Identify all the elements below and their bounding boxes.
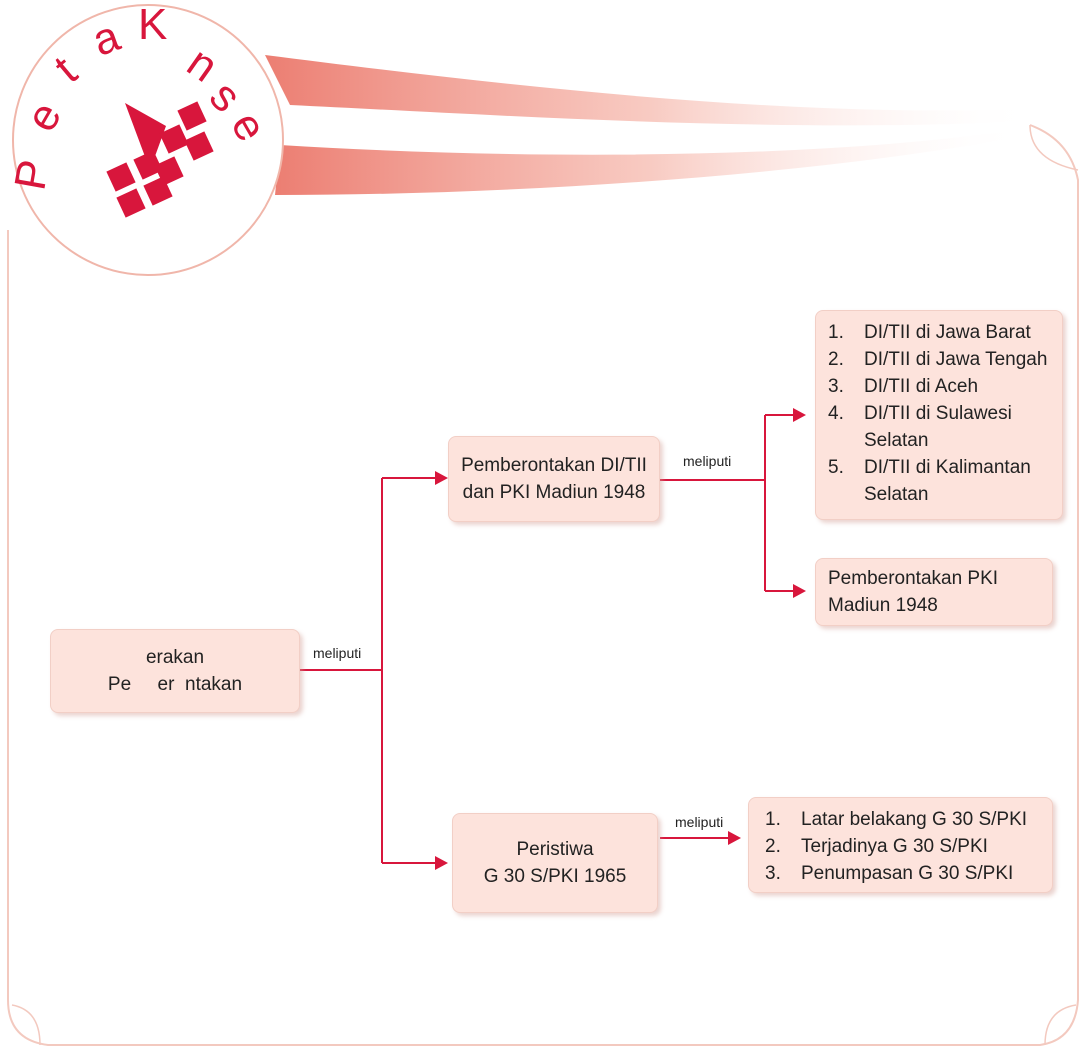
list-item: 3. Penumpasan G 30 S/PKI bbox=[765, 860, 1042, 887]
pki-madiun-line-1: Pemberontakan PKI bbox=[828, 565, 1042, 592]
root-box: erakan Pe er ntakan bbox=[50, 629, 300, 713]
g30s-list: 1. Latar belakang G 30 S/PKI 2. Terjadin… bbox=[765, 806, 1042, 887]
panel-corner-top-right bbox=[1030, 125, 1078, 170]
badge-letter-5: K bbox=[138, 0, 167, 50]
root-line-2: Pe er ntakan bbox=[108, 671, 242, 698]
ditii-list-box: 1. DI/TII di Jawa Barat 2. DI/TII di Jaw… bbox=[815, 310, 1063, 520]
branch-bottom-line-2: G 30 S/PKI 1965 bbox=[484, 863, 627, 890]
branch-bottom-line-1: Peristiwa bbox=[516, 836, 593, 863]
list-item: 4. DI/TII di Sulawesi Selatan bbox=[828, 400, 1052, 454]
branch-bottom-box: Peristiwa G 30 S/PKI 1965 bbox=[452, 813, 658, 913]
list-item: 2. DI/TII di Jawa Tengah bbox=[828, 346, 1052, 373]
ditii-list: 1. DI/TII di Jawa Barat 2. DI/TII di Jaw… bbox=[828, 319, 1052, 508]
branch-top-box: Pemberontakan DI/TII dan PKI Madiun 1948 bbox=[448, 436, 660, 522]
branch-top-line-2: dan PKI Madiun 1948 bbox=[463, 479, 646, 506]
list-item: 1. DI/TII di Jawa Barat bbox=[828, 319, 1052, 346]
root-line-1: erakan bbox=[146, 644, 204, 671]
branch-bottom-connector-label: meliputi bbox=[675, 814, 723, 830]
g30s-list-box: 1. Latar belakang G 30 S/PKI 2. Terjadin… bbox=[748, 797, 1053, 893]
branch-top-line-1: Pemberontakan DI/TII bbox=[461, 452, 647, 479]
list-item: 5. DI/TII di Kalimantan Selatan bbox=[828, 454, 1052, 508]
list-item: 1. Latar belakang G 30 S/PKI bbox=[765, 806, 1042, 833]
root-connector-label: meliputi bbox=[313, 645, 361, 661]
list-item: 2. Terjadinya G 30 S/PKI bbox=[765, 833, 1042, 860]
branch-top-connector-label: meliputi bbox=[683, 453, 731, 469]
list-item: 3. DI/TII di Aceh bbox=[828, 373, 1052, 400]
ribbon-bottom bbox=[275, 128, 1030, 195]
ribbon-top bbox=[265, 55, 1040, 125]
pki-madiun-line-2: Madiun 1948 bbox=[828, 592, 1042, 619]
pki-madiun-box: Pemberontakan PKI Madiun 1948 bbox=[815, 558, 1053, 626]
